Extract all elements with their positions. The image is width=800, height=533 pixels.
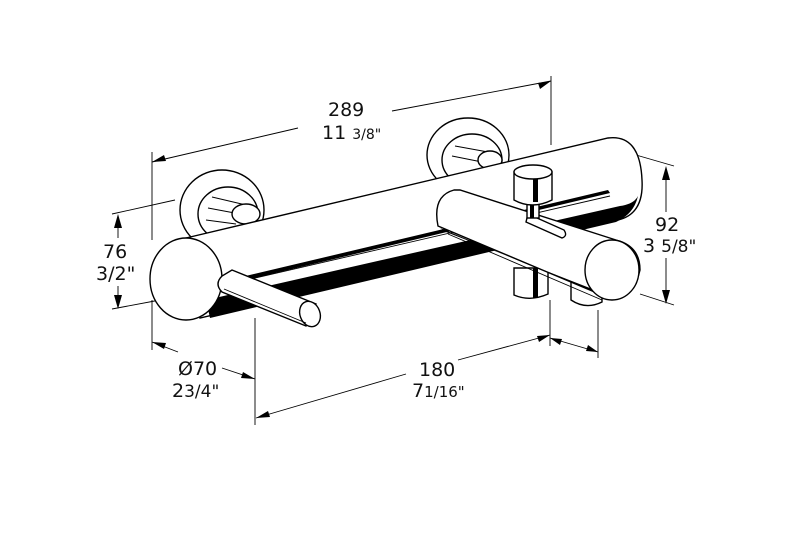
dimension-spout-height — [635, 154, 675, 306]
dimension-spout-projection — [255, 300, 599, 419]
overall-width-mm-label: 289 — [328, 99, 365, 121]
dimension-overall-width — [151, 76, 552, 240]
diverter-knob — [513, 164, 553, 219]
overall-width-inch-frac: 3/8" — [352, 127, 382, 143]
overall-width-inch-label: 11 3/8" — [322, 124, 381, 143]
body-height-mm-label: 76 — [103, 241, 128, 263]
spout-height-mm-label: 92 — [655, 214, 680, 236]
spout-projection-inch-whole: 7 — [412, 380, 425, 402]
spout-height-inch-frac: 5/8" — [661, 237, 697, 257]
spout-height-inch-whole: 3 — [643, 235, 656, 257]
bath-spout — [436, 189, 641, 307]
spout-height-inch-label: 3 5/8" — [643, 237, 696, 256]
body-diameter-inch-label: 23/4" — [172, 382, 219, 401]
spout-projection-inch-frac: 1/16" — [424, 383, 465, 401]
body-diameter-inch-frac: 3/4" — [184, 382, 220, 402]
body-diameter-mm-label: Ø70 — [178, 358, 218, 380]
dimension-body-diameter — [151, 300, 256, 425]
spout-projection-mm-label: 180 — [419, 359, 456, 381]
temperature-lever — [217, 269, 322, 328]
body-height-inch-label: 3/2" — [96, 265, 135, 284]
overall-width-inch-whole: 11 — [322, 122, 347, 144]
body-diameter-inch-whole: 2 — [172, 380, 185, 402]
body-height-inch-frac: 3/2" — [96, 263, 136, 285]
spout-projection-inch-label: 71/16" — [412, 382, 465, 401]
